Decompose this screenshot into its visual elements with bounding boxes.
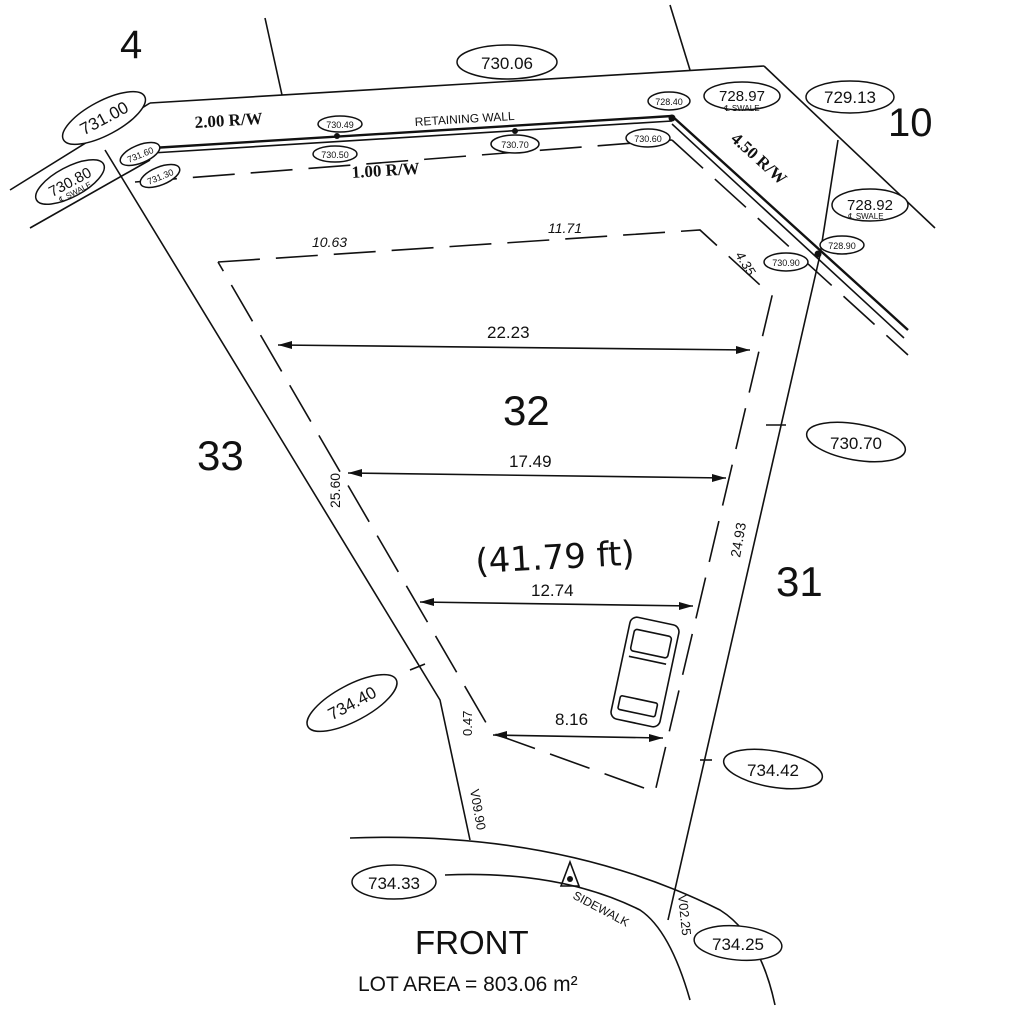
dimension-8-16 [492,731,664,742]
svg-text:734.33: 734.33 [368,874,420,893]
dimension-text-right-side: 24.93 [727,521,749,558]
lot-number-31: 31 [776,558,823,605]
dimension-text-22-23: 22.23 [487,323,530,342]
elevation-730-06: 730.06 [456,44,558,80]
rw-top-label: 2.00 R/W [194,109,263,132]
lot-number-33: 33 [197,432,244,479]
tick-left [409,663,426,671]
elevation-728-97: 728.97 ℄ SWALE [703,81,781,113]
small-elevation-730-90: 730.90 [763,252,809,272]
svg-text:730.50: 730.50 [321,150,349,160]
small-elevation-728-40: 728.40 [647,91,691,111]
lot-number-4: 4 [120,23,142,67]
retaining-wall-label: RETAINING WALL [414,109,515,129]
top-road-line [149,65,765,104]
svg-text:730.06: 730.06 [481,54,533,73]
elevation-729-13: 729.13 [805,80,895,114]
rw-right-label: 4.50 R/W [727,129,790,189]
front-label: FRONT [415,924,529,961]
small-elevation-730-49: 730.49 [317,115,363,133]
rw-dashed-line [134,139,673,183]
dimension-12-74 [419,598,694,610]
setback-text-b: 11.71 [548,220,582,236]
svg-text:734.42: 734.42 [747,761,799,780]
lot-4-boundary-right [669,4,691,71]
retaining-wall-line-inner [151,120,673,154]
svg-text:730.70: 730.70 [501,140,529,150]
small-elevation-730-50: 730.50 [312,145,358,163]
svg-text:734.25: 734.25 [712,935,764,954]
dimension-17-49 [347,469,727,482]
handwritten-note: (41.79 ft) [474,534,635,582]
left-road-line-lower [29,159,151,229]
svg-text:728.90: 728.90 [828,241,856,251]
lot-area-label: LOT AREA = 803.06 m² [358,973,578,996]
svg-text:730.60: 730.60 [634,134,662,144]
setback-envelope [217,229,773,794]
car-icon [610,616,680,728]
elevation-730-70: 730.70 [805,421,907,463]
retaining-wall-diagonal-inner [671,123,905,339]
rw-dashed-diagonal [671,139,909,356]
svg-text:℄ SWALE: ℄ SWALE [724,104,759,113]
svg-text:730.70: 730.70 [830,434,882,453]
survey-marker-icon [559,859,581,887]
wall-point [512,128,518,134]
lot-32-right-boundary [667,254,821,921]
wall-point [334,133,340,139]
small-elevation-730-60: 730.60 [625,128,671,148]
small-elevation-731-60: 731.60 [119,141,161,167]
lot-32-left-boundary [104,149,471,841]
sidewalk-line [444,873,691,1001]
svg-text:730.49: 730.49 [326,120,354,130]
lot-number-10: 10 [888,101,933,145]
elevation-734-25: 734.25 [693,924,783,962]
retaining-wall-line [151,114,673,150]
lot-number-32: 32 [503,387,550,434]
retaining-wall-diagonal [671,115,909,331]
setback-text-a: 10.63 [312,234,347,250]
elevation-734-40: 734.40 [306,673,398,733]
elevation-734-33: 734.33 [351,864,437,900]
rw-mid-label: 1.00 R/W [351,159,420,182]
wall-point [814,250,822,258]
dimension-22-23 [277,341,751,354]
dimension-text-left-small: 0.47 [460,711,475,736]
svg-text:729.13: 729.13 [824,88,876,107]
small-elevation-730-70-wall: 730.70 [490,134,540,154]
svg-text:℄ SWALE: ℄ SWALE [848,212,883,221]
dimension-text-12-74: 12.74 [531,581,574,600]
elevation-731-00: 731.00 [61,90,147,146]
elevation-734-42: 734.42 [722,748,824,790]
elevation-728-92: 728.92 ℄ SWALE [831,188,909,222]
elevation-730-80: 730.80 ℄ SWALE [34,159,106,205]
lot-10-31-boundary [819,139,839,256]
front-left-dimension: V09.90 [467,788,489,831]
svg-text:730.90: 730.90 [772,258,800,268]
svg-text:728.92: 728.92 [847,197,893,214]
lot-4-boundary [264,17,283,96]
wall-point [668,114,676,122]
dimension-text-8-16: 8.16 [555,710,588,729]
small-elevation-731-30: 731.30 [139,163,181,189]
dimension-text-17-49: 17.49 [509,452,552,471]
front-right-dimension: V02.25 [675,894,694,937]
svg-text:728.40: 728.40 [655,97,683,107]
svg-text:728.97: 728.97 [719,88,765,105]
small-elevation-728-90: 728.90 [819,235,865,255]
dimension-text-left-side: 25.60 [327,473,343,508]
